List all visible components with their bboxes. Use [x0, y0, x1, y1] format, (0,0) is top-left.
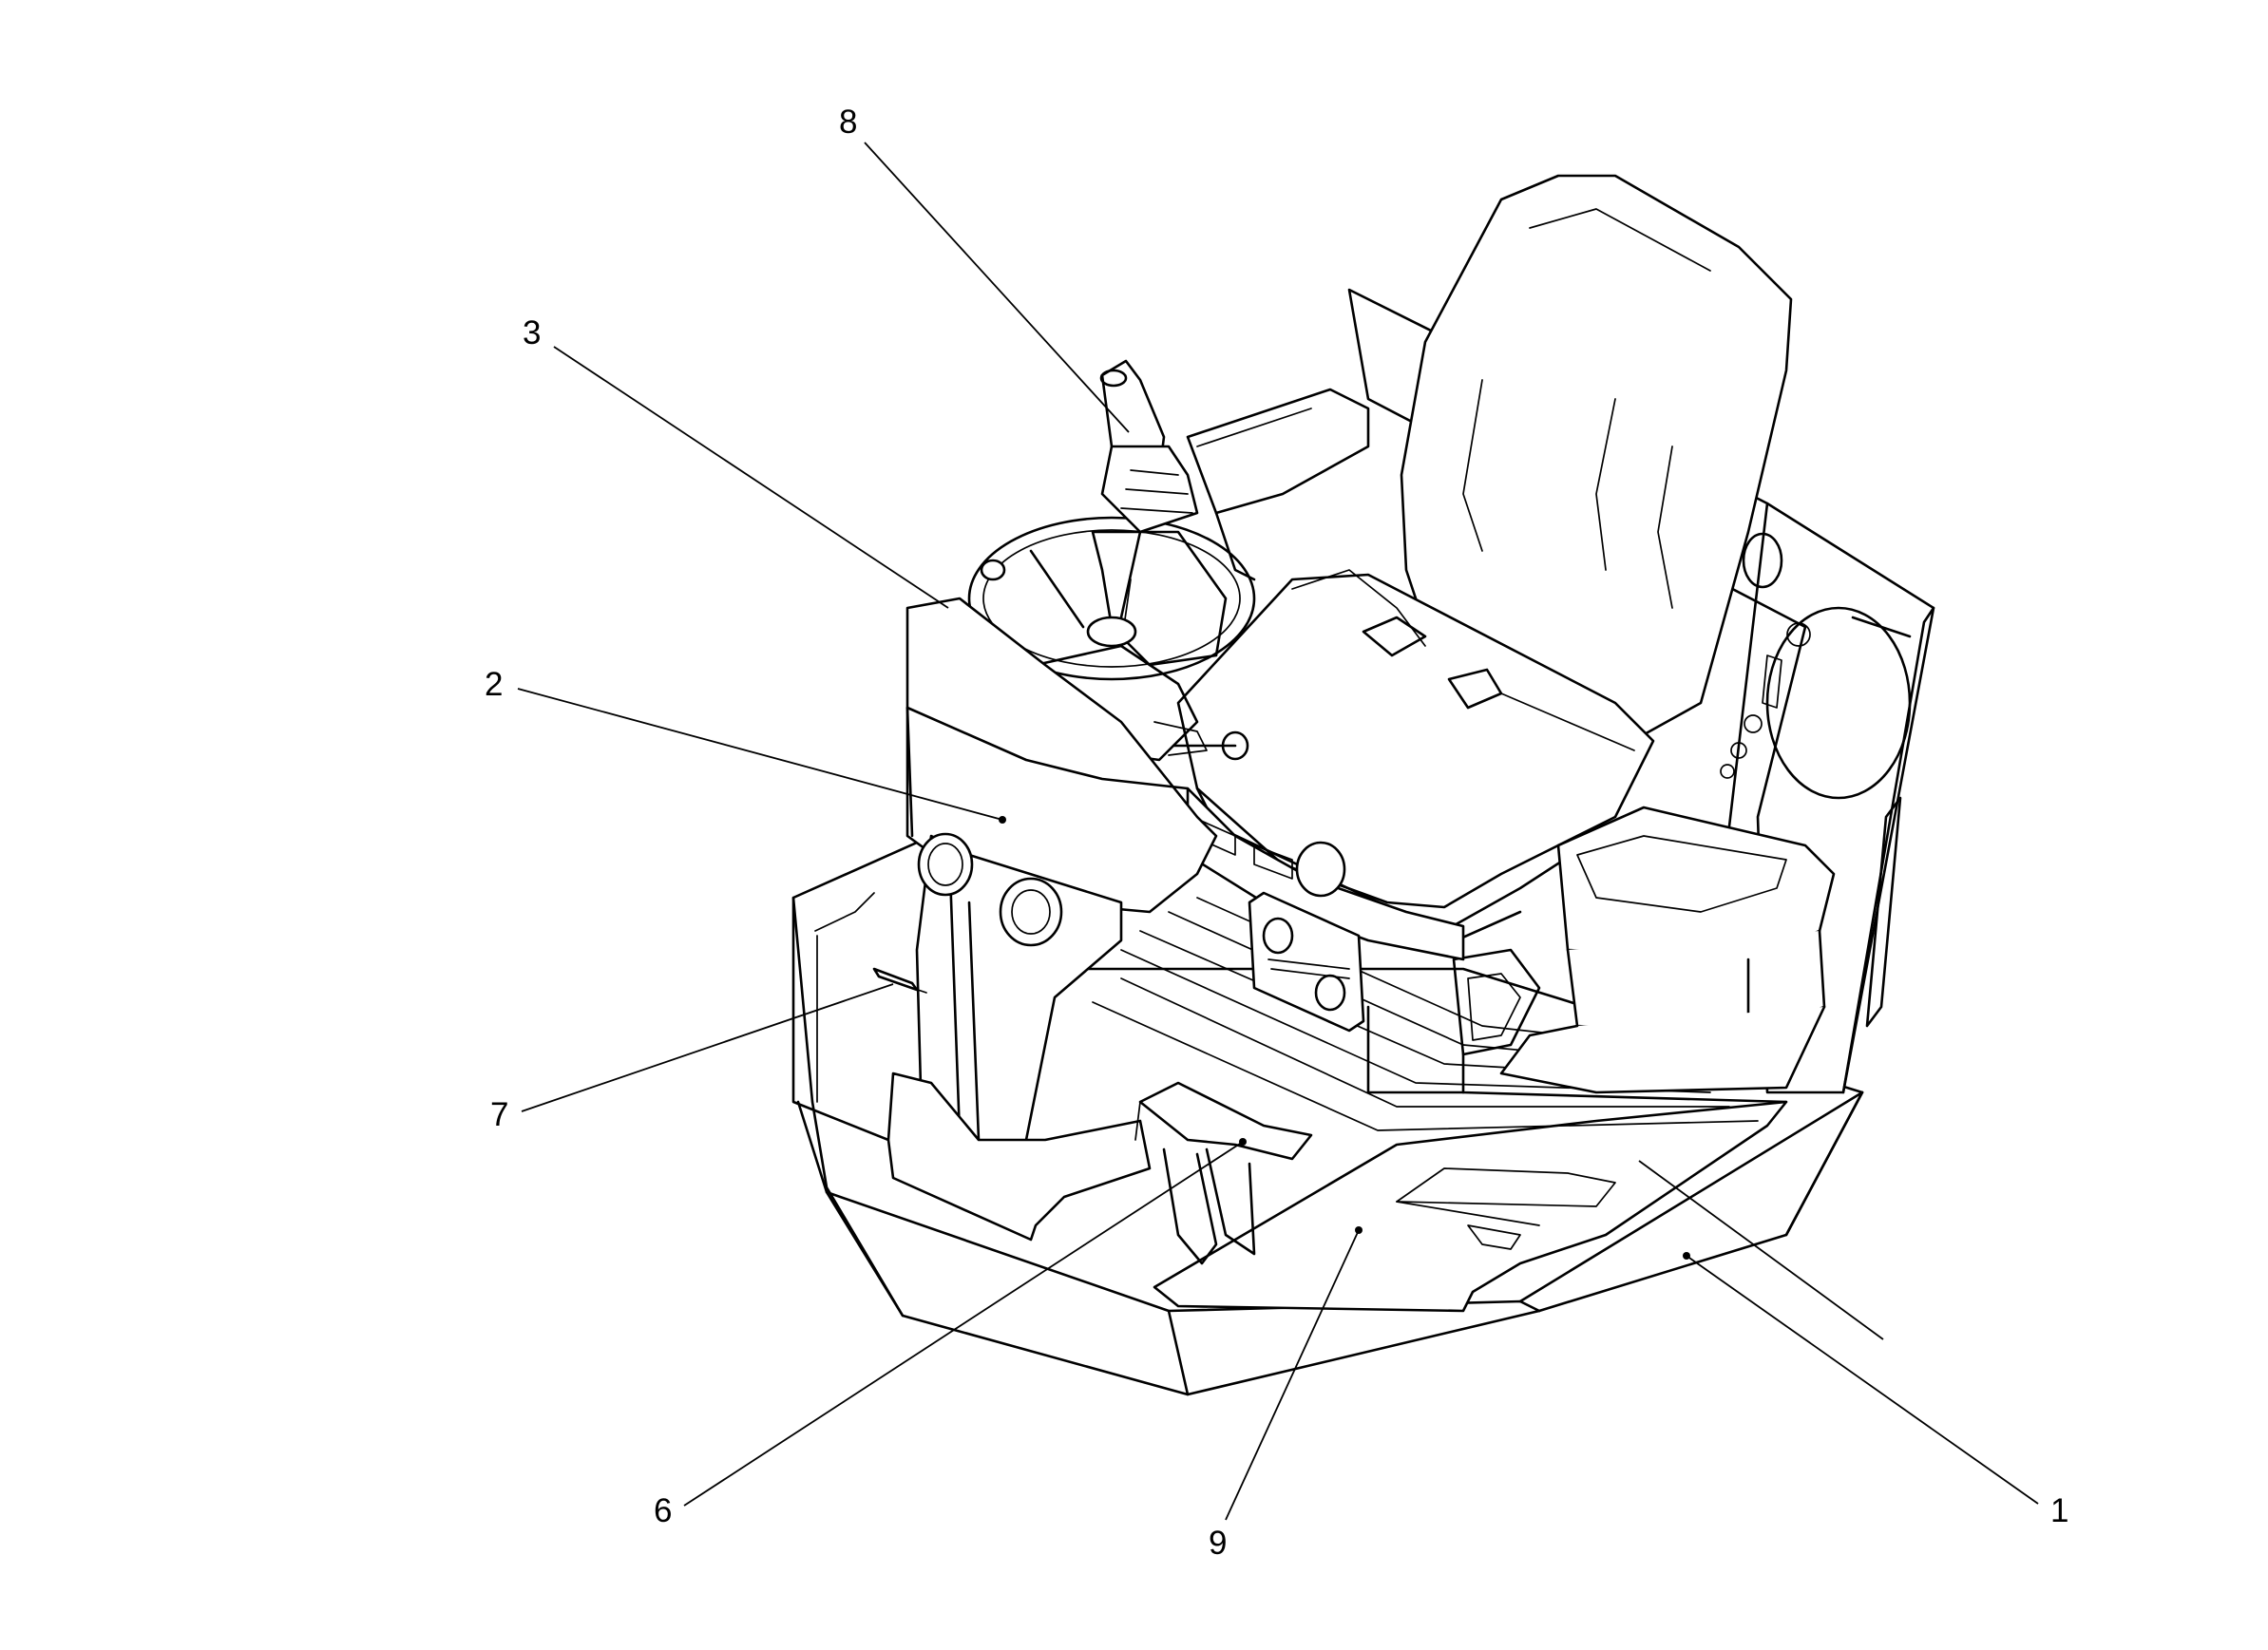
- callout-labels: 1 2 3 6 7 8 9: [485, 104, 2068, 1562]
- leader-1: [1638, 1160, 1884, 1340]
- pointer-dot-9: [1355, 1226, 1363, 1234]
- leader-7: [521, 983, 894, 1112]
- leader-6: [683, 1141, 1244, 1507]
- leader-3: [553, 346, 949, 609]
- leader-lines: [517, 142, 2039, 1521]
- leader-1b: [1686, 1255, 2039, 1505]
- left-console: [886, 597, 1249, 1242]
- control-lever: [1099, 359, 1370, 581]
- pedals: [1134, 1081, 1313, 1265]
- leader-2: [517, 688, 1003, 821]
- floor-mat: [1092, 897, 1788, 1313]
- callout-3: 3: [523, 314, 541, 351]
- pointer-dot-6: [1239, 1138, 1247, 1146]
- pointer-dot-2: [999, 816, 1006, 824]
- right-console: [1452, 806, 1836, 1104]
- callout-9: 9: [1209, 1525, 1227, 1562]
- center-panel: [1186, 787, 1465, 1094]
- callout-6: 6: [654, 1492, 672, 1529]
- leader-9: [1225, 1229, 1360, 1521]
- side-lever: [872, 967, 927, 994]
- steering-wheel: [967, 516, 1256, 681]
- operator-seat: [1176, 174, 1793, 952]
- callout-2: 2: [485, 666, 503, 703]
- leader-8: [864, 142, 1130, 433]
- callout-8: 8: [839, 104, 857, 141]
- callout-7: 7: [490, 1096, 508, 1133]
- callout-1: 1: [2050, 1492, 2068, 1529]
